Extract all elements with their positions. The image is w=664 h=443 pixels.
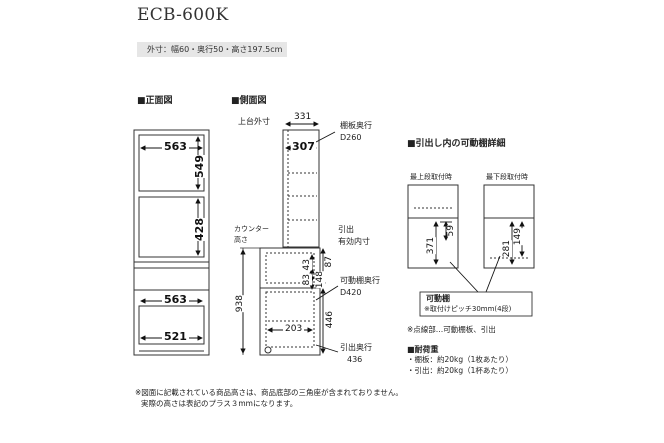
front-width-lower: 563 (162, 293, 189, 306)
footnote-line-2: 実際の高さは表記のプラス３mmになります。 (141, 399, 298, 408)
counter-label-1: カウンター (234, 225, 269, 233)
drawer-width-203: 203 (283, 324, 305, 334)
drawer-depth-value: 436 (347, 355, 363, 364)
dotted-line-note: ※点線部…可動棚板、引出 (407, 325, 496, 334)
counter-label-2: 高さ (234, 236, 248, 244)
drawer-depth-label: 引出奥行 (340, 343, 372, 352)
shelf-depth-label: 棚板奥行 (340, 121, 372, 130)
drawer-height-83: 83 (302, 274, 312, 286)
load-drawer: ・引出：約20kg（1杯あたり） (407, 366, 513, 375)
top-outer-label: 上台外寸 (238, 117, 270, 126)
front-view-heading: ■正面図 (137, 96, 173, 106)
detail-height-59: 59 (446, 225, 456, 237)
front-height-upper: 549 (193, 155, 206, 178)
counter-height-938: 938 (235, 295, 245, 313)
side-dimension-lines (240, 121, 339, 354)
front-width-bottom: 521 (162, 330, 189, 343)
drawer-height-148: 148 (315, 271, 325, 289)
drawer-height-87: 87 (324, 256, 334, 268)
movable-shelf-d: D420 (340, 288, 362, 297)
product-title: ECB-600K (137, 5, 229, 25)
drawer-inner-label-2: 有効内寸 (338, 237, 370, 246)
load-heading: ■耐荷重 (407, 345, 439, 354)
bottom-position-label: 最下段取付時 (486, 173, 528, 181)
drawer-detail-top (407, 184, 459, 269)
lower-height-446: 446 (325, 311, 335, 329)
front-view (133, 129, 210, 356)
side-view (240, 129, 321, 356)
drawer-inner-label-1: 引出 (338, 225, 354, 234)
movable-shelf-box (419, 291, 533, 317)
drawer-detail-heading: ■引出し内の可動棚詳細 (407, 139, 506, 149)
detail-height-281: 281 (502, 240, 512, 258)
detail-dimension-lines (433, 221, 525, 293)
top-outer-value: 331 (292, 112, 314, 122)
shelf-depth-d: D260 (340, 133, 362, 142)
dimensions-summary: 外寸：幅60・奥行50・高さ197.5cm (137, 42, 287, 57)
detail-height-371: 371 (426, 237, 436, 255)
movable-box-note: ※取付けピッチ30mm(4段) (424, 305, 512, 313)
drawer-detail-bottom (483, 184, 535, 269)
side-view-heading: ■側面図 (231, 96, 267, 106)
movable-box-title: 可動棚 (426, 294, 450, 303)
shelf-depth-value: 307 (291, 140, 316, 153)
footnote-line-1: ※図面に記載されている商品高さは、商品底部の三角座が含まれておりません。 (135, 388, 403, 397)
front-width-upper: 563 (162, 140, 189, 153)
top-position-label: 最上段取付時 (410, 173, 452, 181)
movable-shelf-label: 可動棚奥行 (340, 276, 380, 285)
detail-height-149: 149 (513, 228, 523, 246)
drawer-height-43: 43 (302, 259, 312, 271)
load-shelf: ・棚板：約20kg（1枚あたり） (407, 355, 513, 364)
front-height-middle: 428 (193, 218, 206, 241)
